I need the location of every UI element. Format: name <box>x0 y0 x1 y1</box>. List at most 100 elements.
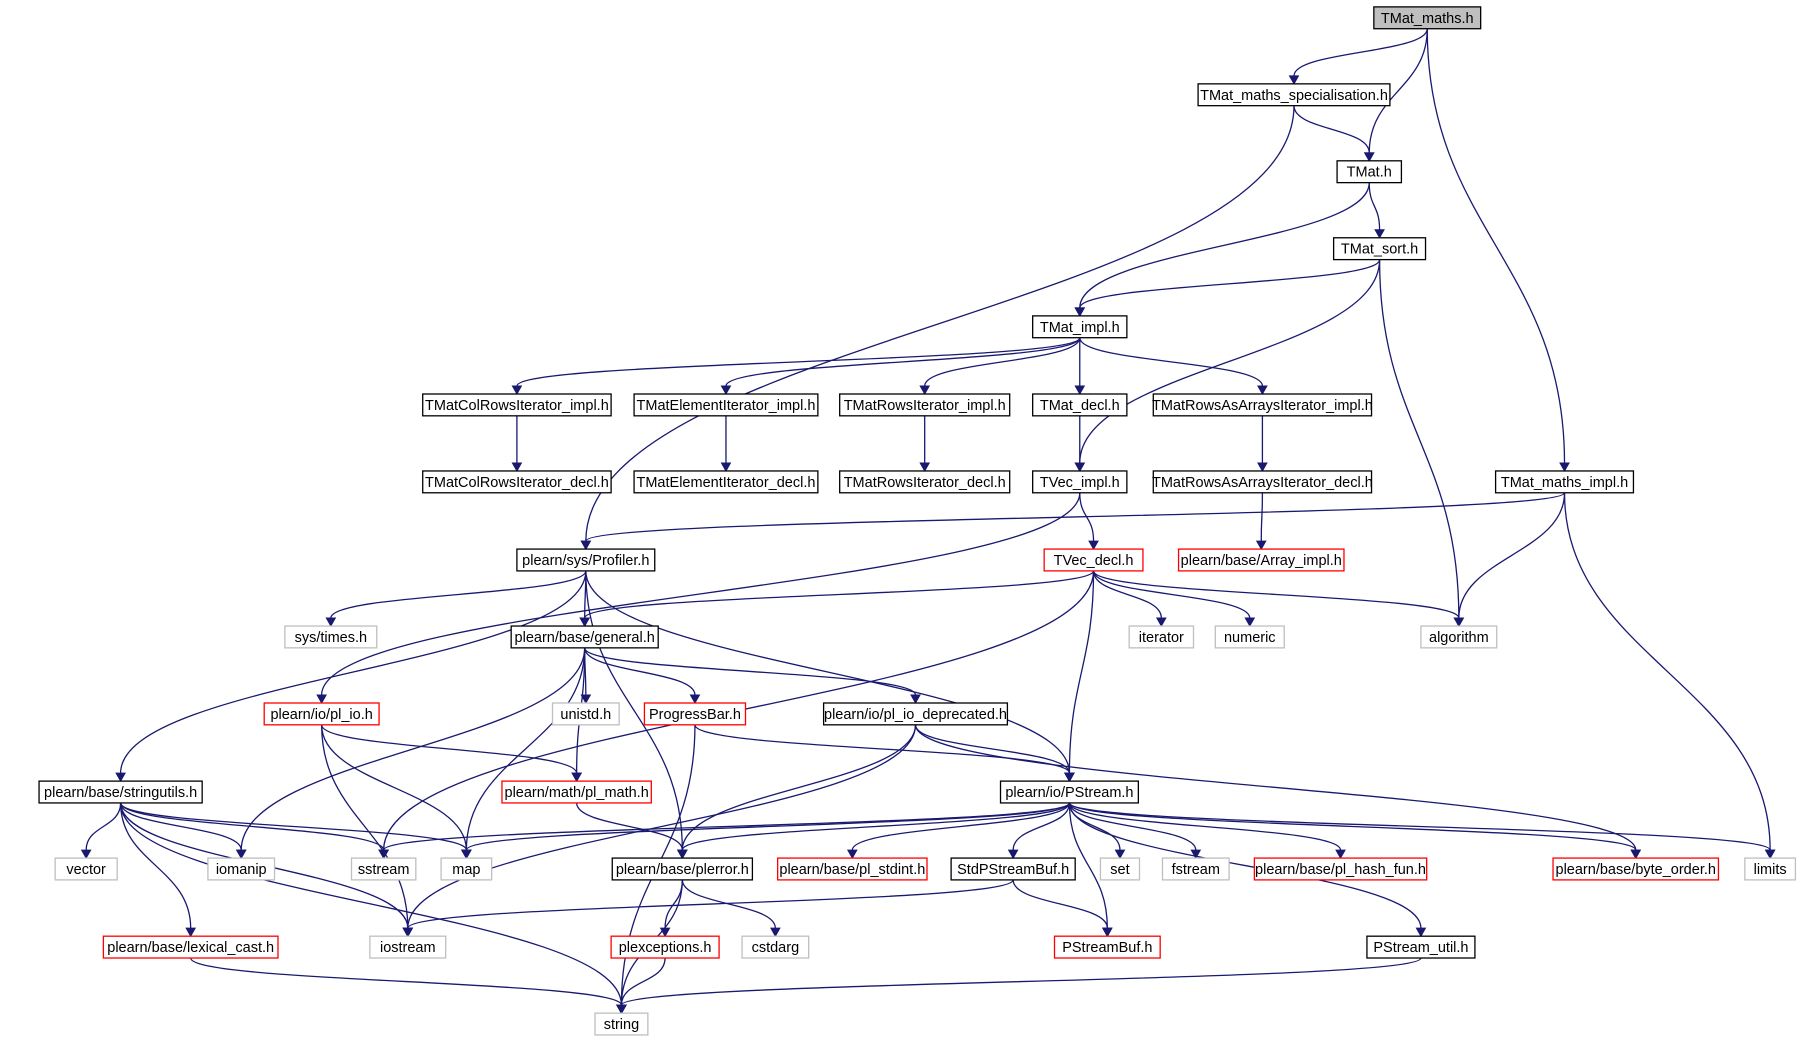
node-label: TVec_impl.h <box>1040 475 1120 491</box>
node-label: PStream_util.h <box>1373 940 1468 956</box>
node-element_decl[interactable]: TMatElementIterator_decl.h <box>633 470 819 494</box>
node-iomanip[interactable]: iomanip <box>207 857 276 881</box>
node-colrows_decl[interactable]: TMatColRowsIterator_decl.h <box>422 470 612 494</box>
graph-edges <box>80 28 1776 1015</box>
node-rows_decl[interactable]: TMatRowsIterator_decl.h <box>839 470 1011 494</box>
node-label: plearn/base/pl_hash_fun.h <box>1255 862 1426 878</box>
node-pstream[interactable]: plearn/io/PStream.h <box>999 780 1140 804</box>
graph-nodes: TMat_maths.hTMat_maths_specialisation.hT… <box>38 6 1797 1036</box>
node-general[interactable]: plearn/base/general.h <box>510 625 659 649</box>
edge-tmat_impl-to-rowsarrays_impl <box>1079 337 1268 396</box>
node-box <box>1053 935 1161 959</box>
node-colrows_impl[interactable]: TMatColRowsIterator_impl.h <box>422 393 612 417</box>
node-label: plearn/base/general.h <box>515 630 655 646</box>
node-pl_hash_fun[interactable]: plearn/base/pl_hash_fun.h <box>1253 857 1428 881</box>
node-rowsarrays_impl[interactable]: TMatRowsAsArraysIterator_impl.h <box>1152 393 1373 417</box>
node-profiler[interactable]: plearn/sys/Profiler.h <box>516 548 656 572</box>
node-label: TMatColRowsIterator_impl.h <box>425 398 609 414</box>
node-lexical_cast[interactable]: plearn/base/lexical_cast.h <box>102 935 279 959</box>
node-label: plearn/math/pl_math.h <box>505 785 649 801</box>
edge-pl_io-to-pl_math <box>320 724 582 783</box>
node-pstream_util[interactable]: PStream_util.h <box>1366 935 1476 959</box>
node-plexceptions[interactable]: plexceptions.h <box>610 935 720 959</box>
node-tmat_decl[interactable]: TMat_decl.h <box>1032 393 1128 417</box>
node-unistd[interactable]: unistd.h <box>551 702 620 726</box>
node-label: plearn/sys/Profiler.h <box>522 553 649 569</box>
node-numeric[interactable]: numeric <box>1214 625 1285 649</box>
edge-tmat_impl-to-rows_impl <box>919 337 1081 396</box>
node-pl_io[interactable]: plearn/io/pl_io.h <box>263 702 380 726</box>
node-iterator[interactable]: iterator <box>1128 625 1195 649</box>
node-label: string <box>604 1017 639 1033</box>
node-box <box>594 1012 649 1036</box>
node-box <box>741 935 810 959</box>
node-tmat_maths_impl[interactable]: TMat_maths_impl.h <box>1494 470 1635 494</box>
node-string[interactable]: string <box>594 1012 649 1036</box>
node-iostream[interactable]: iostream <box>369 935 447 959</box>
node-tmat_maths_spec[interactable]: TMat_maths_specialisation.h <box>1197 83 1391 107</box>
node-map[interactable]: map <box>440 857 493 881</box>
node-pstreambuf[interactable]: PStreamBuf.h <box>1053 935 1161 959</box>
node-label: TMatRowsIterator_decl.h <box>844 475 1006 491</box>
node-box <box>551 702 620 726</box>
node-tvec_impl[interactable]: TVec_impl.h <box>1032 470 1128 494</box>
edge-tmat_impl-to-colrows_impl <box>511 337 1081 396</box>
node-label: cstdarg <box>752 940 800 956</box>
node-label: TMat.h <box>1347 165 1392 181</box>
node-vector[interactable]: vector <box>54 857 118 881</box>
node-box <box>1043 548 1144 572</box>
node-label: set <box>1110 862 1129 878</box>
node-label: iterator <box>1139 630 1184 646</box>
edge-stringutils-to-string <box>119 802 627 1015</box>
node-label: plearn/io/PStream.h <box>1005 785 1133 801</box>
node-box <box>440 857 493 881</box>
node-tmat[interactable]: TMat.h <box>1336 160 1403 184</box>
node-plerror[interactable]: plearn/base/plerror.h <box>611 857 754 881</box>
node-element_impl[interactable]: TMatElementIterator_impl.h <box>633 393 819 417</box>
node-box <box>102 935 279 959</box>
node-box <box>1336 160 1403 184</box>
node-limits[interactable]: limits <box>1744 857 1797 881</box>
edge-pstream-to-fstream <box>1068 802 1202 860</box>
node-box <box>38 780 203 804</box>
node-stringutils[interactable]: plearn/base/stringutils.h <box>38 780 203 804</box>
node-label: plearn/base/pl_stdint.h <box>779 862 925 878</box>
node-progressbar[interactable]: ProgressBar.h <box>643 702 747 726</box>
node-tmat_maths[interactable]: TMat_maths.h <box>1373 6 1482 30</box>
edge-pstream-to-byte_order <box>1068 802 1642 860</box>
node-pl_stdint[interactable]: plearn/base/pl_stdint.h <box>777 857 928 881</box>
edge-tmat_sort-to-tmat_impl <box>1074 259 1381 317</box>
node-pl_io_dep[interactable]: plearn/io/pl_io_deprecated.h <box>822 702 1009 726</box>
node-sys_times[interactable]: sys/times.h <box>284 625 378 649</box>
node-label: ProgressBar.h <box>649 707 741 723</box>
node-array_impl[interactable]: plearn/base/Array_impl.h <box>1177 548 1345 572</box>
edge-tvec_impl-to-tvec_decl <box>1079 492 1099 551</box>
edge-colrows_impl-to-colrows_decl <box>511 415 523 472</box>
node-label: plearn/base/Array_impl.h <box>1181 553 1342 569</box>
node-label: TMat_decl.h <box>1040 398 1120 414</box>
node-sstream[interactable]: sstream <box>350 857 417 881</box>
node-byte_order[interactable]: plearn/base/byte_order.h <box>1552 857 1720 881</box>
node-box <box>822 702 1009 726</box>
node-tmat_impl[interactable]: TMat_impl.h <box>1032 315 1128 339</box>
edge-tmat-to-tmat_sort <box>1368 182 1385 239</box>
node-label: plearn/io/pl_io.h <box>270 707 372 723</box>
node-set[interactable]: set <box>1099 857 1141 881</box>
node-label: TMatElementIterator_decl.h <box>637 475 816 491</box>
node-pl_math[interactable]: plearn/math/pl_math.h <box>501 780 652 804</box>
node-box <box>350 857 417 881</box>
node-rowsarrays_decl[interactable]: TMatRowsAsArraysIterator_decl.h <box>1152 470 1373 494</box>
node-label: TMat_maths.h <box>1381 11 1474 27</box>
edge-tmat_sort-to-algorithm <box>1378 259 1465 628</box>
node-algorithm[interactable]: algorithm <box>1420 625 1498 649</box>
node-fstream[interactable]: fstream <box>1161 857 1230 881</box>
node-tmat_sort[interactable]: TMat_sort.h <box>1332 237 1427 261</box>
node-box <box>1177 548 1345 572</box>
node-label: iomanip <box>216 862 267 878</box>
node-stdpstreambuf[interactable]: StdPStreamBuf.h <box>950 857 1076 881</box>
node-rows_impl[interactable]: TMatRowsIterator_impl.h <box>839 393 1011 417</box>
node-label: TMat_impl.h <box>1040 320 1120 336</box>
node-box <box>1552 857 1720 881</box>
node-tvec_decl[interactable]: TVec_decl.h <box>1043 548 1144 572</box>
node-cstdarg[interactable]: cstdarg <box>741 935 810 959</box>
